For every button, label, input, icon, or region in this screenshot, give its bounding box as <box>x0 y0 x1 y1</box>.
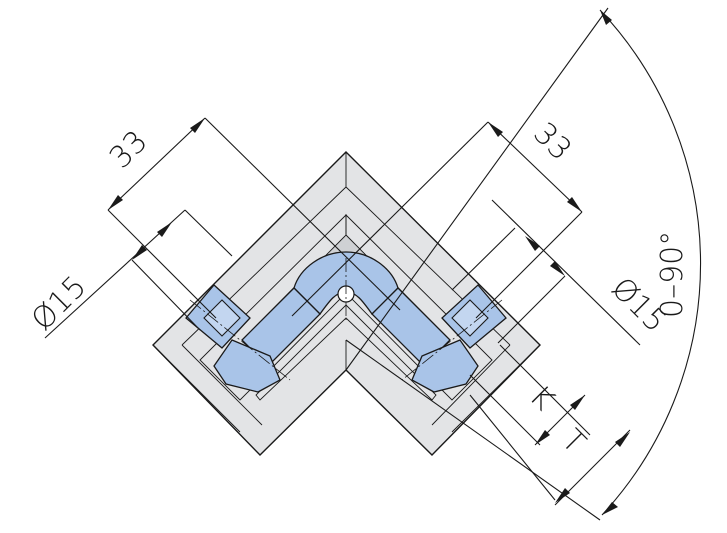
dim-diameter-left: Ø15 <box>25 269 93 337</box>
profile-lower-band <box>255 304 437 401</box>
dim-length-left: 33 <box>103 124 155 176</box>
dim-t: T <box>554 423 592 461</box>
dimension-lines <box>44 7 702 521</box>
dim-angle: 0–90° <box>655 231 690 318</box>
dim-k: K <box>522 379 561 418</box>
dim-length-right: 33 <box>526 116 578 168</box>
nut-left <box>213 339 281 393</box>
nut-right <box>411 339 479 393</box>
